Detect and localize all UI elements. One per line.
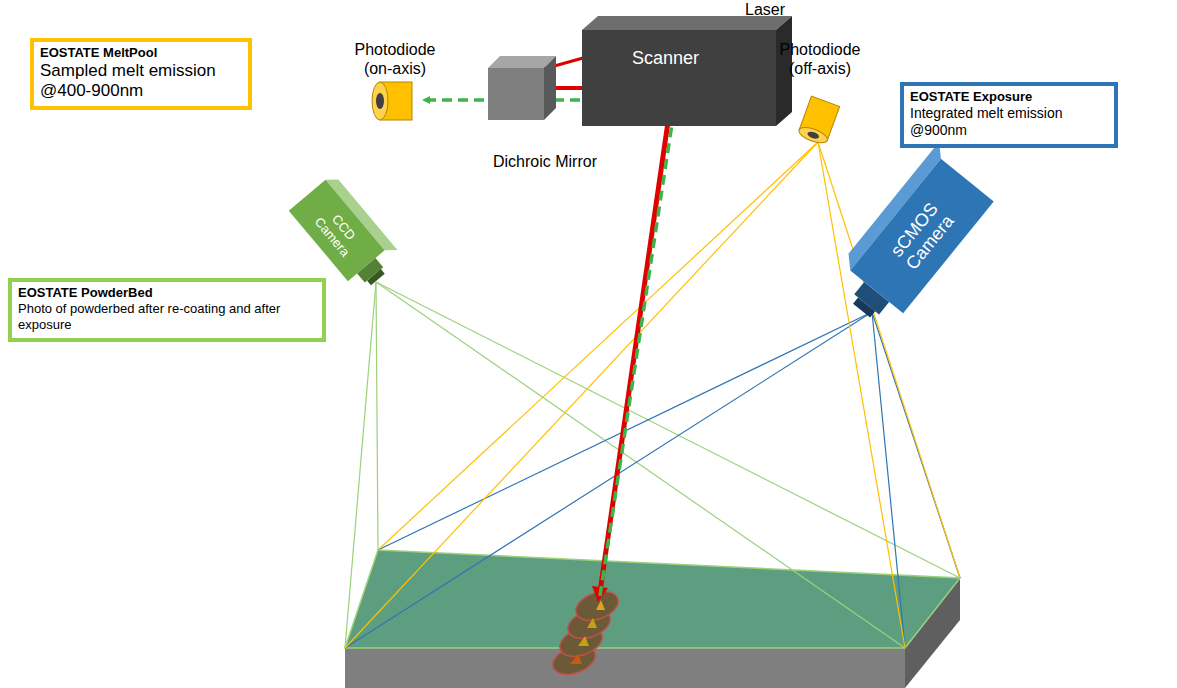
scanner-box: Scanner (582, 30, 776, 126)
mirror-top (488, 56, 556, 68)
mirror-label: Dichroic Mirror (480, 152, 610, 171)
box-heading: EOSTATE MeltPool (40, 45, 242, 61)
emission-path (600, 124, 672, 596)
scmos-view-lines (345, 312, 960, 648)
photodiode-label: Photodiode (on-axis) (345, 40, 445, 78)
info-box: EOSTATE MeltPoolSampled melt emission @4… (30, 38, 252, 110)
ccd-camera-body (289, 173, 404, 295)
box-heading: EOSTATE Exposure (910, 89, 1108, 105)
laser-beam (600, 122, 668, 592)
box-text: Sampled melt emission @400-900nm (40, 61, 242, 101)
ccd-view-lines (345, 282, 960, 648)
info-box: EOSTATE ExposureIntegrated melt emission… (900, 82, 1118, 148)
scmos-camera-body (826, 142, 1001, 332)
box-heading: EOSTATE PowderBed (18, 285, 316, 301)
box-text: Integrated melt emission @900nm (910, 105, 1108, 139)
camera-label: CCD Camera (300, 190, 377, 274)
laser-label: Laser (730, 0, 800, 19)
box-text: Photo of powderbed after re-coating and … (18, 301, 316, 333)
scanner-label: Scanner (632, 48, 699, 68)
camera-label: sCMOS Camera (864, 171, 981, 302)
mirror-side (544, 56, 556, 120)
photodiode-off-axis (797, 96, 840, 146)
dichroic-mirror (488, 68, 544, 120)
powder-bed (345, 550, 960, 648)
scanner-top (582, 16, 792, 30)
melt-track (549, 586, 622, 679)
photodiode-label: Photodiode (off-axis) (765, 40, 875, 78)
platform-front (345, 648, 905, 688)
photodiode-on-axis (372, 82, 412, 120)
info-box: EOSTATE PowderBedPhoto of powderbed afte… (8, 278, 326, 342)
